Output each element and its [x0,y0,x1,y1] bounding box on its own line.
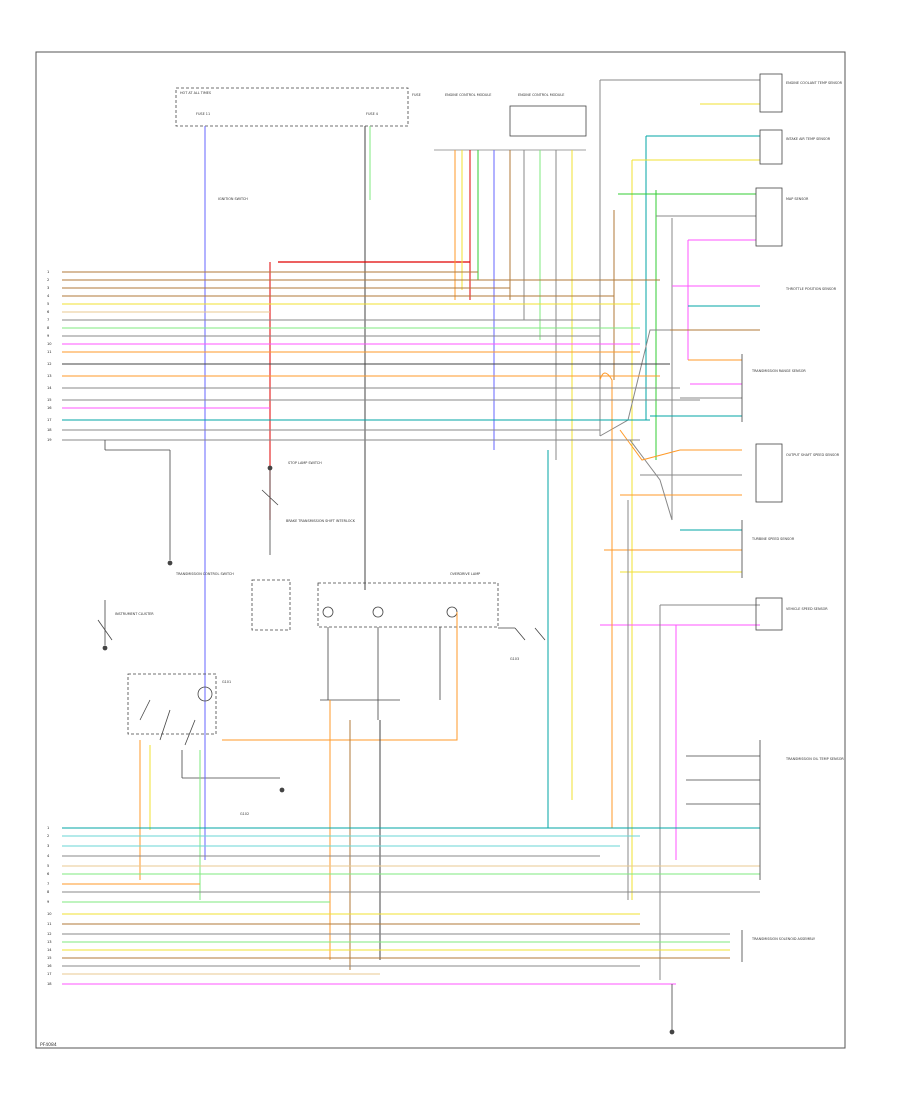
fuse-b-label: FUSE 4 [366,112,378,116]
right-top-wires [600,79,760,626]
svg-text:13: 13 [47,940,52,944]
svg-text:12: 12 [47,362,52,366]
right-sensor-boxes [741,73,783,631]
vertical-trunks [204,80,689,900]
svg-text:7: 7 [47,882,49,886]
sensor-box-5 [755,597,783,631]
svg-text:12: 12 [47,932,52,936]
fuse-box-title: HOT AT ALL TIMES [180,91,211,95]
svg-text:2: 2 [47,278,49,282]
svg-text:5: 5 [47,302,49,306]
svg-text:11: 11 [47,350,52,354]
label-c11: STOP LAMP SWITCH [288,461,322,465]
label-c18: G102 [240,812,249,816]
svg-text:18: 18 [47,428,52,432]
left-bus-bottom [62,827,760,985]
label-c10: TRANSMISSION OIL TEMP SENSOR [785,757,844,761]
svg-text:3: 3 [47,844,49,848]
svg-text:1: 1 [47,270,49,274]
svg-text:5: 5 [47,864,49,868]
svg-text:2: 2 [47,834,49,838]
right-component-labels: ENGINE COOLANT TEMP SENSOR INTAKE AIR TE… [751,81,844,941]
svg-text:1: 1 [47,826,49,830]
pin-numbers-bottom: 1 2 3 4 5 6 7 8 9 10 11 12 13 14 15 16 1… [47,826,52,986]
svg-text:4: 4 [47,294,50,298]
svg-text:6: 6 [47,872,50,876]
svg-text:9: 9 [47,334,50,338]
svg-text:17: 17 [47,972,52,976]
sensor-box-1 [759,73,783,113]
diagram-frame [35,51,846,1049]
label-c17: G101 [222,680,231,684]
footer-code: PF4084 [40,1042,57,1048]
svg-text:19: 19 [47,438,52,442]
svg-text:17: 17 [47,418,52,422]
sensor-box-2 [759,129,783,165]
bottom-right-connectors [669,740,761,1035]
label-c07: OUTPUT SHAFT SPEED SENSOR [786,453,840,457]
label-c06: TRANSMISSION RANGE SENSOR [751,369,806,373]
svg-text:15: 15 [47,956,52,960]
middle-left-labels: IGNITION SWITCH STOP LAMP SWITCH BRAKE T… [115,197,356,816]
label-c12: BRAKE TRANSMISSION SHIFT INTERLOCK [286,519,356,523]
label-c08: TURBINE SPEED SENSOR [751,537,795,541]
svg-text:11: 11 [47,922,52,926]
svg-text:8: 8 [47,326,50,330]
svg-text:18: 18 [47,982,52,986]
svg-text:15: 15 [47,398,52,402]
svg-text:14: 14 [47,948,52,952]
label-c01: IGNITION SWITCH [218,197,248,201]
control-module-a-label: ENGINE CONTROL MODULE [445,93,491,97]
instrument-cluster-labels: OVERDRIVE LAMP G103 [450,572,519,661]
pin-numbers-top: 1 2 3 4 5 6 7 8 9 10 11 12 13 14 15 16 1… [47,270,52,442]
label-c02: ENGINE COOLANT TEMP SENSOR [786,81,843,85]
center-loops [139,612,458,970]
svg-text:3: 3 [47,286,49,290]
svg-text:13: 13 [47,374,52,378]
sensor-box-3 [755,187,783,247]
svg-text:7: 7 [47,318,49,322]
label-c16: TRANSMISSION SOLENOID ASSEMBLY [751,937,816,941]
svg-text:10: 10 [47,912,52,916]
svg-text:4: 4 [47,854,50,858]
label-c04: MAP SENSOR [786,197,809,201]
fuse-side-label: FUSE [412,93,421,97]
fuse-a-label: FUSE 11 [196,112,210,116]
left-bus-top [62,271,700,441]
instrument-cluster [317,582,546,720]
control-module-b-label: ENGINE CONTROL MODULE [518,93,564,97]
middle-left-circuit [97,440,291,793]
svg-text:14: 14 [47,386,52,390]
label-c03: INTAKE AIR TEMP SENSOR [786,137,831,141]
right-crossings [599,329,681,980]
svg-text:8: 8 [47,890,50,894]
label-c09: VEHICLE SPEED SENSOR [786,607,828,611]
label-c15: OVERDRIVE LAMP [450,572,480,576]
svg-text:16: 16 [47,964,52,968]
label-c14: INSTRUMENT CLUSTER [115,612,154,616]
svg-text:9: 9 [47,900,50,904]
label-c13: TRANSMISSION CONTROL SWITCH [175,572,234,576]
label-c19: G103 [510,657,519,661]
svg-text:6: 6 [47,310,50,314]
fuse-box: HOT AT ALL TIMES FUSE 11 FUSE 4 FUSE [175,87,421,127]
svg-text:10: 10 [47,342,52,346]
sensor-box-4 [755,443,783,503]
svg-text:16: 16 [47,406,52,410]
label-c05: THROTTLE POSITION SENSOR [785,287,837,291]
control-module-top: ENGINE CONTROL MODULE ENGINE CONTROL MOD… [434,93,587,151]
